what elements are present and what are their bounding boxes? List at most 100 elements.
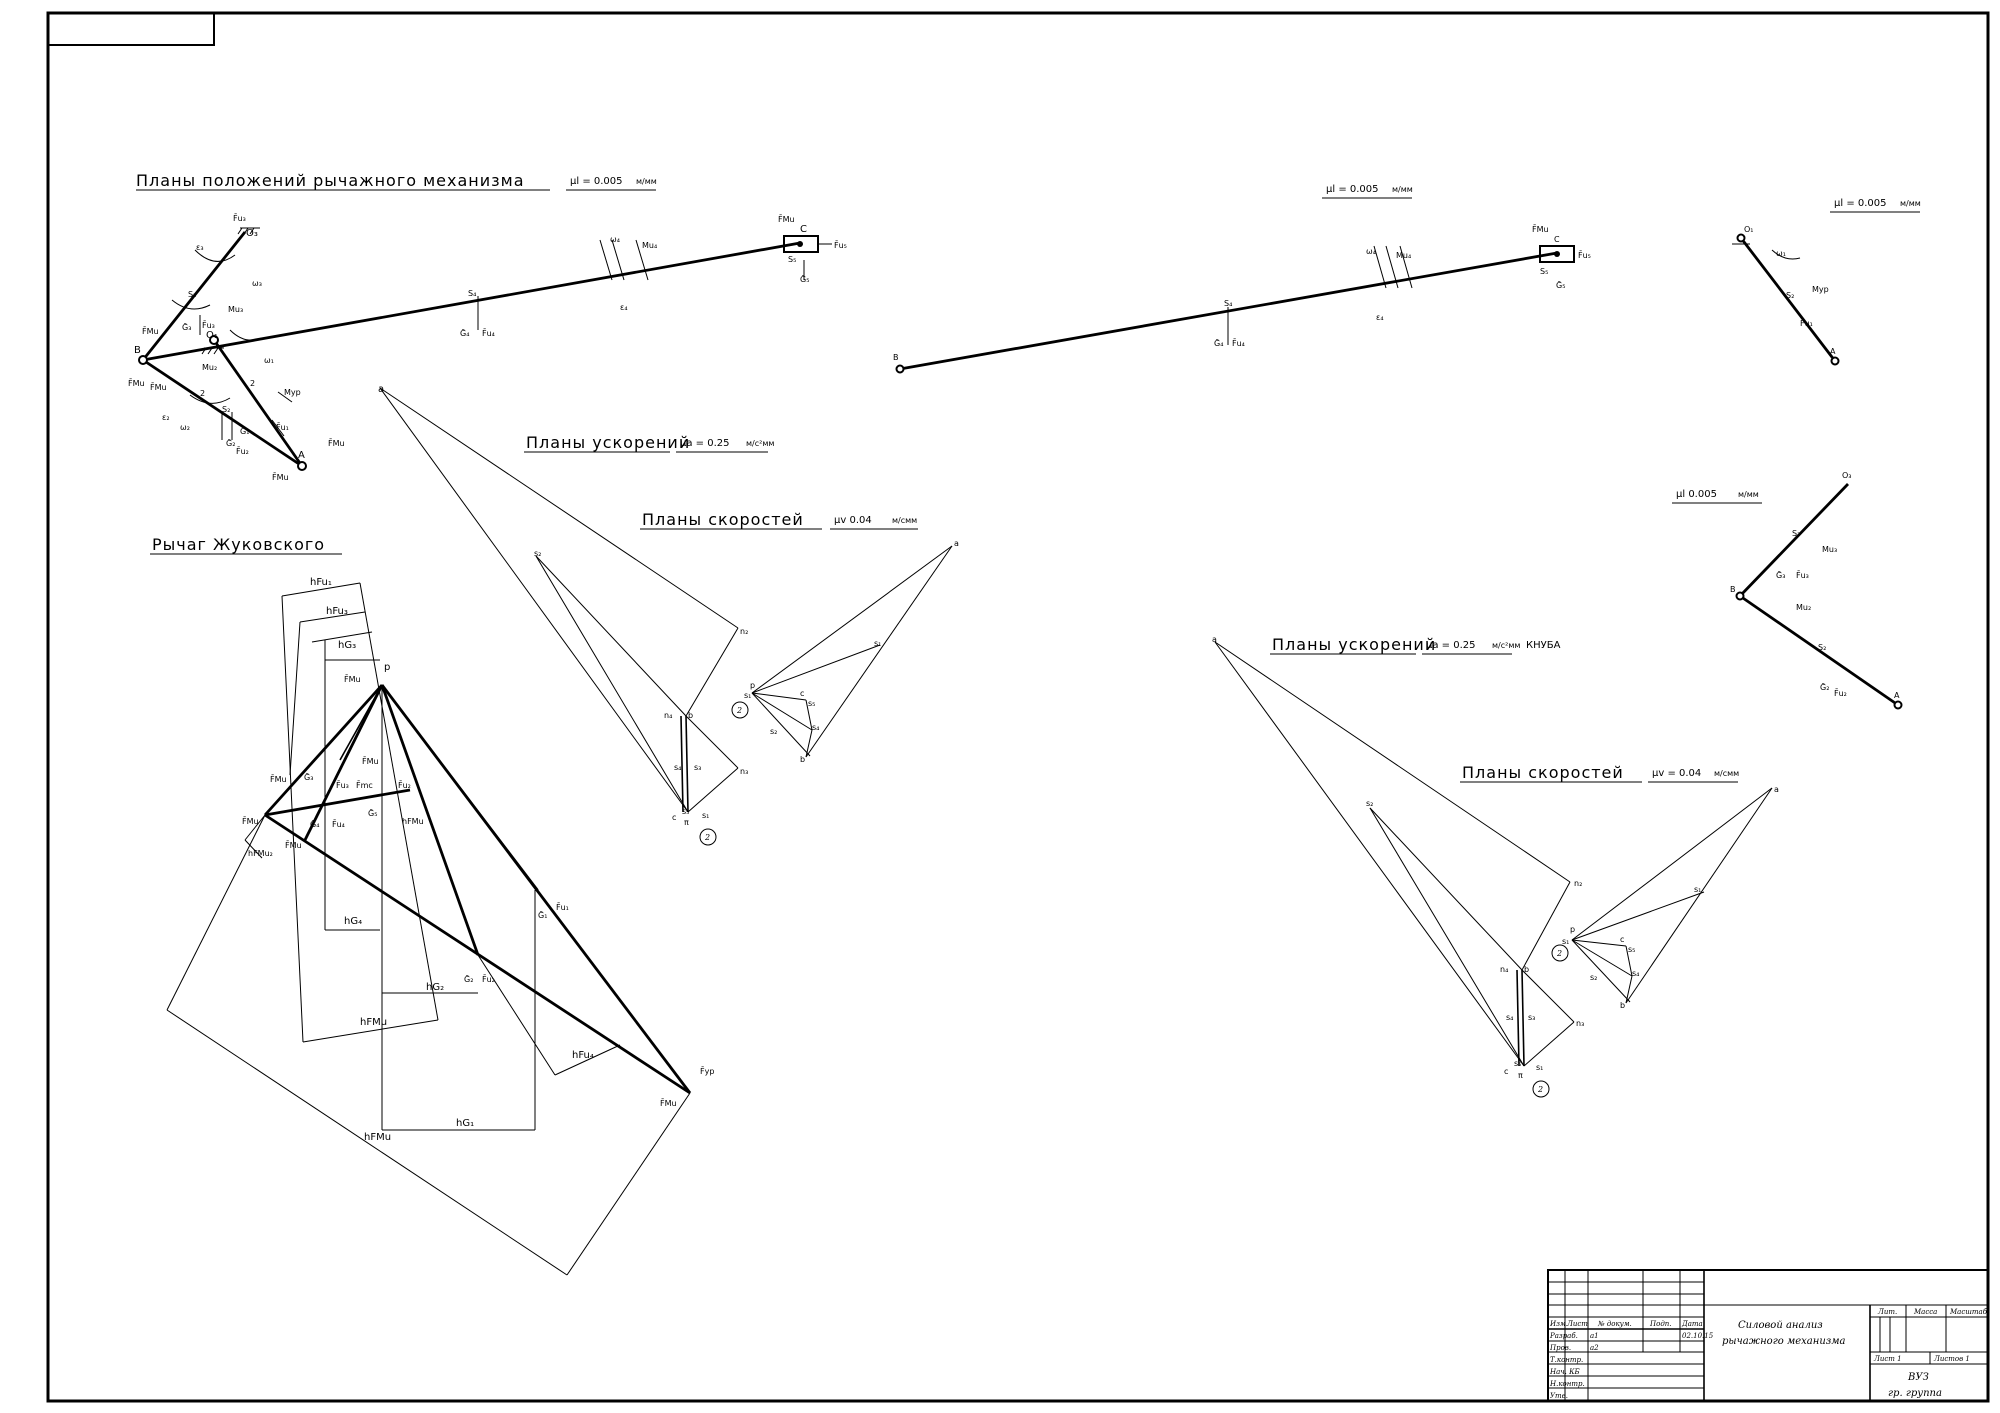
svg-text:Подп.: Подп. [1649,1320,1672,1328]
svg-text:ε₂: ε₂ [162,413,170,422]
svg-text:F̄u₄: F̄u₄ [1232,338,1245,348]
svg-text:a: a [1212,635,1217,644]
svg-text:π: π [1518,1071,1523,1080]
svg-text:F̄Mu: F̄Mu [344,674,361,684]
svg-text:A: A [1830,347,1836,356]
scale-mu-v-2: μv = 0.04 [1652,768,1701,779]
svg-text:s₁: s₁ [1694,885,1701,894]
svg-text:F̄u₃: F̄u₃ [202,320,215,330]
svg-text:n₄: n₄ [1500,965,1508,974]
svg-text:м/с²мм: м/с²мм [1492,641,1520,650]
svg-text:s₄: s₄ [1506,1013,1513,1022]
svg-text:F̄u₂: F̄u₂ [1834,688,1847,698]
svg-text:Ḡ₅: Ḡ₅ [368,808,377,818]
svg-text:м/мм: м/мм [1900,199,1921,208]
svg-text:Ḡ₂: Ḡ₂ [226,438,235,448]
svg-text:2: 2 [1556,949,1562,958]
svg-text:ω₄: ω₄ [610,235,620,244]
svg-text:s₄: s₄ [674,763,681,772]
svg-text:s₅: s₅ [1514,1059,1521,1068]
svg-text:F̄Mu: F̄Mu [272,472,289,482]
svg-text:a2: a2 [1590,1344,1599,1352]
svg-text:F̄u₁: F̄u₁ [1800,318,1813,328]
svg-text:s₁: s₁ [1562,937,1569,946]
svg-text:s₅: s₅ [808,699,815,708]
svg-text:s₅: s₅ [682,807,689,816]
position-plans-title: Планы положений рычажного механизма [136,171,525,190]
svg-text:F̄u₄: F̄u₄ [332,819,345,829]
svg-text:hFMu₂: hFMu₂ [248,849,273,858]
svg-text:Нач. КБ: Нач. КБ [1549,1368,1580,1376]
point-S4: S₄ [468,289,476,298]
point-O1: O₁ [206,330,218,341]
svg-text:Ḡ₅: Ḡ₅ [1556,280,1565,290]
svg-text:Пров.: Пров. [1549,1344,1571,1352]
svg-text:F̄Mu: F̄Mu [362,756,379,766]
link-3 [141,231,247,361]
svg-text:ε₃: ε₃ [196,243,204,252]
svg-text:ω₂: ω₂ [180,423,190,432]
zhukovsky-title: Рычаг Жуковского [152,535,325,554]
position-plans-title-group: Планы положений рычажного механизма μl =… [136,171,657,191]
scale-mu-a-unit: м/с²мм [746,439,774,448]
svg-text:p: p [1570,925,1575,934]
svg-text:hG₄: hG₄ [344,916,362,927]
scale-mu-a-2: μa = 0.25 [1426,640,1476,651]
svg-text:hFu₄: hFu₄ [572,1050,594,1061]
svg-text:Ḡ₅: Ḡ₅ [800,274,809,284]
scale-mu-l-4: μl 0.005 [1676,489,1717,500]
svg-text:b: b [800,755,805,764]
acceleration-plan-2: a s₂ n₂ n₄ b n₃ s₄ s₃ c s₅ π s₁ 2 [1212,635,1584,1098]
svg-text:s₁: s₁ [744,691,751,700]
top-left-stamp-box [47,12,215,46]
svg-text:hFMu: hFMu [360,1017,387,1028]
scale-right-1-group: μl = 0.005 м/мм [1322,184,1413,199]
scale-mu-a: μa = 0.25 [680,438,730,449]
svg-text:Ḡ₃: Ḡ₃ [182,322,191,332]
scale-mu-l-2: μl = 0.005 [1326,184,1379,195]
svg-text:F̄Mu: F̄Mu [778,214,795,224]
svg-text:2: 2 [200,389,205,398]
acceleration-plan-1: a s₂ n₂ n₄ b n₃ s₄ s₃ c s₅ π s₁ 2 [378,384,748,846]
svg-text:F̄u₂: F̄u₂ [398,780,411,790]
accel-plans-2-title: Планы ускорений [1272,635,1436,654]
svg-text:№ докум.: № докум. [1597,1320,1632,1328]
mechanism-links-2-3: O₃ S₃ Mu₃ Ḡ₃ F̄u₃ B Mu₂ S₂ Ḡ₂ F̄u₂ A [1730,471,1903,710]
force-Fyp: F̄уp [700,1066,714,1076]
svg-text:s₁: s₁ [1536,1063,1543,1072]
svg-text:Ḡ₂: Ḡ₂ [1820,682,1829,692]
svg-text:Ḡ₃: Ḡ₃ [1776,570,1785,580]
svg-text:Mu₄: Mu₄ [1396,251,1411,260]
svg-text:м/мм: м/мм [1738,490,1759,499]
svg-text:2: 2 [736,706,742,715]
svg-text:ω₃: ω₃ [252,279,262,288]
svg-text:Ḡ₄: Ḡ₄ [310,819,319,829]
svg-text:hFMu: hFMu [364,1132,391,1143]
svg-text:F̄u₂: F̄u₂ [236,446,249,456]
svg-text:Листов 1: Листов 1 [1933,1355,1970,1363]
svg-text:a1: a1 [1590,1332,1599,1340]
svg-text:hG₃: hG₃ [338,640,356,651]
svg-text:ω₁: ω₁ [1776,249,1786,258]
point-A: A [298,450,305,461]
svg-text:O₁: O₁ [1744,225,1754,234]
svg-text:hFu₃: hFu₃ [326,606,348,617]
svg-text:a: a [1774,785,1779,794]
svg-text:s₄: s₄ [812,723,819,732]
svg-text:F̄u₂: F̄u₂ [482,974,495,984]
title-block: Изм. Лист № докум. Подп. Дата Разраб. a1… [1547,1269,1989,1402]
svg-text:Mуp: Mуp [284,388,301,397]
svg-text:2: 2 [704,833,710,842]
svg-text:Н.контр.: Н.контр. [1549,1380,1585,1388]
svg-text:b: b [688,711,693,720]
mechanism-links-4-5: B S₄ Ḡ₄ F̄u₄ ω₄ Mu₄ ε₄ C F̄Mu F̄u₅ S₅ Ḡ₅ [893,224,1591,374]
doc-title-line1: Силовой анализ [1738,1320,1823,1331]
svg-text:s₂: s₂ [770,727,777,736]
svg-text:Ḡ₄: Ḡ₄ [1214,338,1223,348]
accel-plans-title-group: Планы ускорений μa = 0.25 м/с²мм [524,433,774,453]
svg-text:F̄Mu: F̄Mu [150,382,167,392]
svg-text:B: B [1730,585,1736,594]
svg-text:Mu₂: Mu₂ [1796,603,1811,612]
link-1 [212,339,304,467]
